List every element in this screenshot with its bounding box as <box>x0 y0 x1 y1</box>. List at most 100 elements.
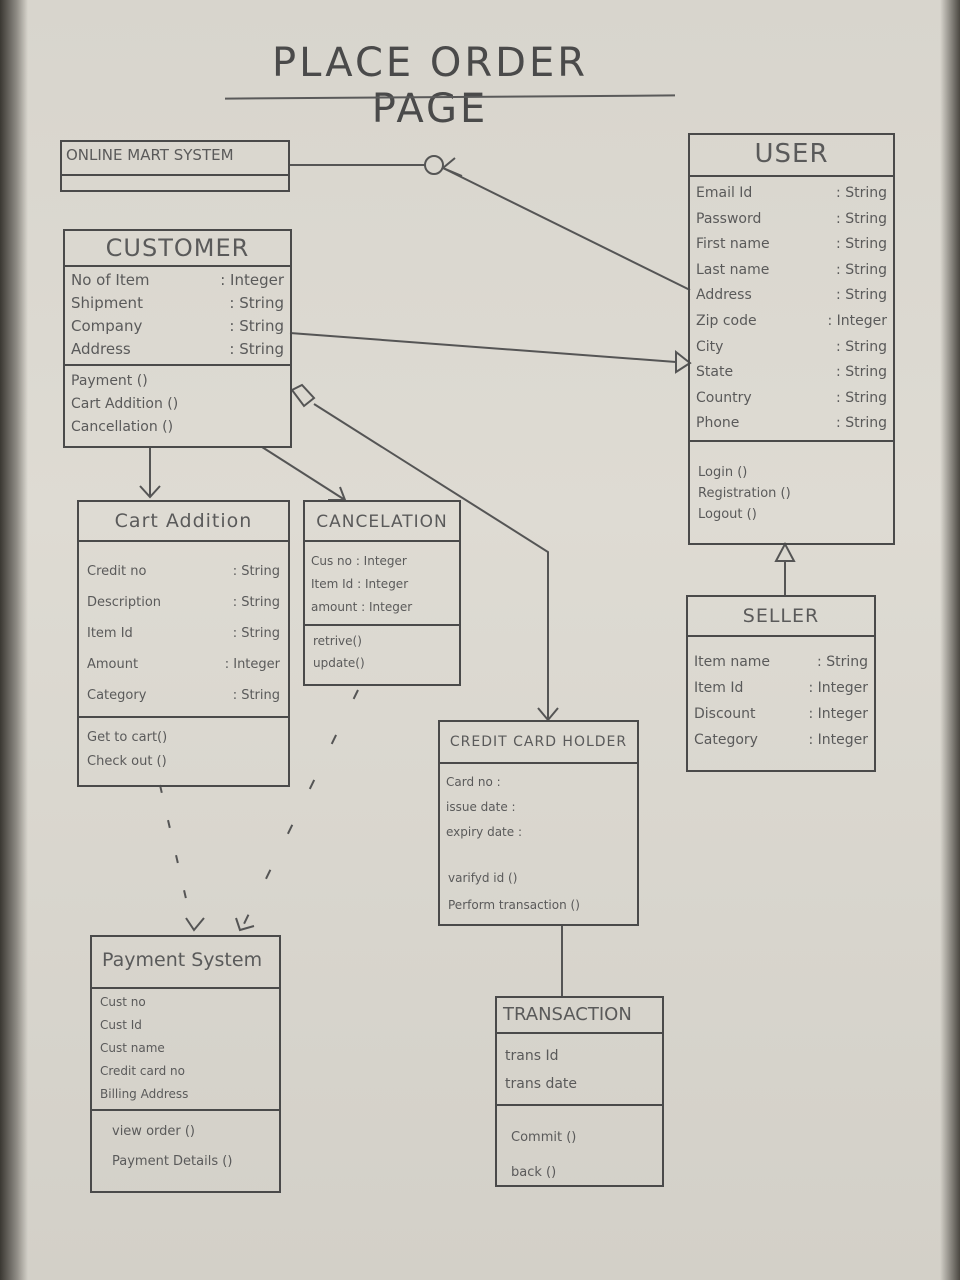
customer-attribute-type: : String <box>229 317 284 335</box>
cart-addition-attribute-type: : String <box>232 626 280 641</box>
user-method: Login () <box>698 465 748 480</box>
cart-addition-attribute-row: Credit no: String <box>87 556 280 587</box>
cart-payment-dependency <box>159 784 193 926</box>
customer-attribute-type: : String <box>229 340 284 358</box>
payment-system-attribute: Credit card no <box>100 1064 185 1078</box>
payment-system-attribute: Billing Address <box>100 1087 189 1101</box>
cart-addition-attribute-type: : String <box>232 688 280 703</box>
user-attribute-type: : String <box>836 236 887 253</box>
user-attribute-row: Password: String <box>696 207 887 233</box>
user-attribute-row: Zip code: Integer <box>696 309 887 335</box>
seller-attribute-row: Category : Integer <box>694 727 868 753</box>
user-class-name: USER <box>690 135 893 177</box>
user-attribute-name: Address <box>696 287 752 304</box>
cart-addition-attribute-type: : String <box>232 564 280 579</box>
credit-card-holder-class-name: CREDIT CARD HOLDER <box>440 722 637 764</box>
user-attribute-name: Last name <box>696 261 770 278</box>
user-method: Logout () <box>698 507 757 522</box>
cancel-payment-arrow-icon <box>235 917 255 932</box>
user-attribute-row: Phone : String <box>696 411 887 437</box>
online-mart-system-name: ONLINE MART SYSTEM <box>62 142 288 176</box>
cart-addition-attribute-name: Item Id <box>87 626 133 641</box>
user-attribute-name: City <box>696 338 724 355</box>
user-attribute-name: Password <box>696 210 762 227</box>
customer-method: Payment () <box>71 373 148 389</box>
user-attribute-row: State: String <box>696 360 887 386</box>
user-attribute-name: Phone <box>696 415 740 432</box>
user-attribute-name: State <box>696 364 734 381</box>
user-attribute-row: Email Id: String <box>696 181 887 207</box>
cart-addition-method: Check out () <box>87 754 167 769</box>
user-attribute-type: : String <box>836 338 887 355</box>
credit-card-holder-methods: varifyd id ()Perform transaction () <box>440 845 637 919</box>
cart-addition-attribute-type: : String <box>232 595 280 610</box>
online-mart-system-class: ONLINE MART SYSTEM <box>60 140 290 192</box>
payment-system-attribute: Cust Id <box>100 1018 142 1032</box>
user-attribute-type: : String <box>836 261 887 278</box>
cancelation-attribute: Cus no : Integer <box>311 554 407 568</box>
customer-attribute-name: No of Item <box>71 271 150 289</box>
user-attribute-name: First name <box>696 236 770 253</box>
user-attribute-row: Country: String <box>696 386 887 412</box>
seller-attribute-name: Category <box>694 732 758 748</box>
cart-addition-attribute-type: : Integer <box>224 657 280 672</box>
user-attribute-row: Address : String <box>696 283 887 309</box>
user-attribute-type: : Integer <box>827 312 887 329</box>
cart-addition-attribute-row: Item Id : String <box>87 618 280 649</box>
credit-card-holder-attribute: Card no : <box>446 775 501 789</box>
transaction-methods: Commit ()back () <box>497 1106 662 1190</box>
cart-addition-class-name: Cart Addition <box>79 502 288 542</box>
cart-addition-attribute-row: Category : String <box>87 680 280 711</box>
seller-attribute-type: : Integer <box>808 680 868 696</box>
cart-arrow-icon <box>139 485 161 499</box>
transaction-class-name: TRANSACTION <box>497 998 662 1034</box>
cart-addition-attribute-name: Category <box>87 688 147 703</box>
customer-attribute-type: : Integer <box>220 271 284 289</box>
association-circle-icon <box>424 155 444 175</box>
payment-system-methods: view order ()Payment Details () <box>92 1111 279 1183</box>
transaction-method: Commit () <box>511 1130 577 1145</box>
cancelation-method: update() <box>313 656 365 670</box>
user-attribute-name: Country <box>696 389 752 406</box>
cart-addition-attribute-row: Description: String <box>87 587 280 618</box>
page-title: PLACE ORDER PAGE <box>271 40 589 132</box>
user-attribute-type: : String <box>836 415 887 432</box>
customer-user-generalization <box>289 332 677 363</box>
cart-addition-attribute-name: Amount <box>87 657 139 672</box>
payment-system-method: Payment Details () <box>112 1154 233 1169</box>
customer-methods: Payment ()Cart Addition ()Cancellation (… <box>65 366 290 443</box>
aggregation-diamond-icon <box>290 383 316 408</box>
customer-attribute-name: Shipment <box>71 294 143 312</box>
cancelation-methods: retrive()update() <box>305 626 459 678</box>
transaction-attribute: trans date <box>505 1076 578 1092</box>
cancelation-attribute: Item Id : Integer <box>311 577 409 591</box>
seller-attribute-type: : Integer <box>808 706 868 722</box>
seller-attribute-row: Item name: String <box>694 649 868 675</box>
payment-system-attribute: Cust no <box>100 995 146 1009</box>
customer-attribute-row: Company: String <box>71 315 284 338</box>
online-mart-empty-section <box>62 176 288 190</box>
credit-card-holder-method: Perform transaction () <box>448 898 580 912</box>
seller-attribute-type: : Integer <box>808 732 868 748</box>
generalization-triangle-icon <box>675 349 692 374</box>
customer-attribute-row: Shipment: String <box>71 292 284 315</box>
seller-triangle-icon <box>774 541 796 562</box>
user-attribute-type: : String <box>836 185 887 201</box>
user-attribute-type: : String <box>836 287 887 304</box>
user-method: Registration () <box>698 486 791 501</box>
transaction-attribute: trans Id <box>505 1048 559 1064</box>
customer-attribute-row: No of Item : Integer <box>71 269 284 292</box>
online-mart-user-link-diag <box>442 167 691 291</box>
cart-payment-arrow-icon <box>185 917 205 932</box>
seller-class-name: SELLER <box>688 597 874 637</box>
transaction-class: TRANSACTION trans Id trans date Commit ()… <box>495 996 664 1187</box>
